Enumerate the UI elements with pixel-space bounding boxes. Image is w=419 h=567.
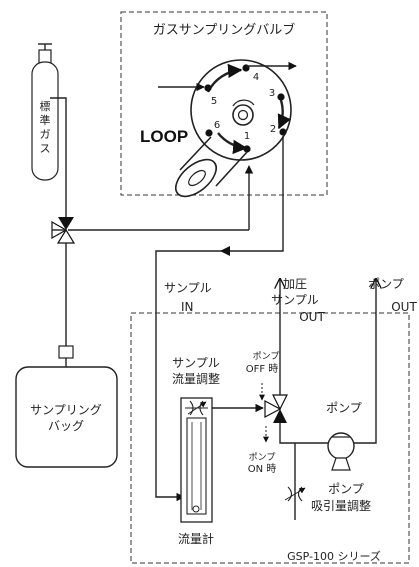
pump-off-line2: OFF 時: [246, 363, 279, 375]
flowmeter: [180, 397, 213, 523]
port-label-2: 2: [270, 124, 276, 135]
pressurized-out-line1: 加圧: [283, 277, 307, 291]
pump-on-line1: ポンプ: [249, 452, 276, 463]
pipe-cylinder-to-valve: [50, 97, 67, 217]
port-label-6: 6: [214, 120, 220, 131]
port-6: [205, 129, 213, 137]
flow-adjust-line1: サンプル: [172, 356, 220, 370]
loop-label: LOOP: [140, 127, 188, 146]
loop-tube: [175, 136, 248, 198]
suction-needle-valve: [284, 486, 306, 502]
port-label-1: 1: [244, 131, 250, 142]
pressurized-out-line3: OUT: [299, 310, 325, 324]
flowmeter-label: 流量計: [178, 531, 214, 546]
pipe-port-2-to-flowmeter: [155, 136, 284, 502]
cylinder-label-4: ス: [40, 142, 51, 155]
port-1: [243, 145, 251, 153]
pipe-pump-out: [347, 279, 376, 444]
cylinder-label-2: 準: [40, 113, 51, 127]
pump-out-line2: OUT: [391, 300, 417, 314]
three-way-valve: [51, 217, 76, 244]
arrow-sample-return: [220, 246, 230, 256]
port-label-4: 4: [253, 72, 259, 83]
pump-out-line1: ポンプ: [368, 277, 404, 291]
bag-label-2: バッグ: [48, 419, 84, 433]
channel-3-2: [277, 99, 291, 130]
rotor-curve: [232, 99, 255, 107]
sample-in-line2: IN: [181, 300, 194, 314]
pump-three-way-valve: [264, 394, 288, 423]
standard-gas-cylinder: [31, 43, 59, 181]
pump-label: ポンプ: [326, 401, 362, 415]
port-5: [204, 84, 212, 92]
port-label-5: 5: [211, 96, 217, 107]
sample-in-line1: サンプル: [164, 281, 212, 295]
series-label: GSP-100 シリーズ: [287, 549, 381, 563]
sampling-bag: [15, 366, 118, 468]
port-3: [277, 93, 285, 101]
suction-adjust-line1: ポンプ: [328, 482, 364, 496]
port-2: [279, 128, 287, 136]
valve-title: ガスサンプリングバルブ: [153, 22, 296, 38]
pump-off-line1: ポンプ: [253, 351, 280, 362]
bag-connector: [58, 345, 74, 359]
pump: [327, 432, 355, 471]
valve-box: [120, 11, 328, 196]
device-box: [130, 312, 410, 564]
port-label-3: 3: [269, 88, 275, 99]
bag-label-1: サンプリング: [30, 403, 102, 417]
suction-adjust-line2: 吸引量調整: [311, 498, 371, 513]
flow-adjust-line2: 流量調整: [172, 371, 220, 386]
cylinder-label-3: ガ: [40, 128, 51, 141]
valve-rotor-core: [237, 109, 249, 121]
cylinder-label-1: 標: [40, 99, 51, 113]
pump-on-line2: ON 時: [248, 463, 277, 475]
pipe-valve-to-pump: [279, 423, 330, 444]
pressurized-out-line2: サンプル: [271, 293, 319, 307]
